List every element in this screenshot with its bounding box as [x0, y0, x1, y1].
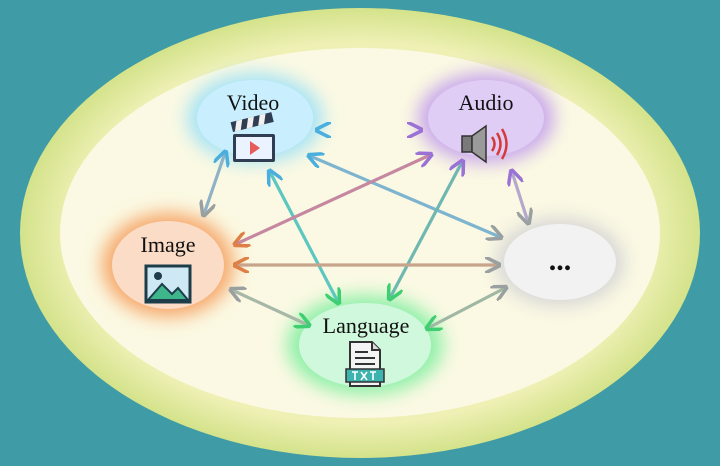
- picture-icon: [144, 264, 192, 304]
- video-label: Video: [227, 90, 279, 115]
- more-label: ...: [549, 244, 572, 277]
- txt-file-icon: [345, 341, 385, 387]
- speaker-icon: [461, 124, 508, 164]
- arrow-audio-language: [390, 162, 462, 298]
- audio-node: [428, 80, 544, 156]
- arrow-video-language: [270, 172, 338, 302]
- arrow-image-language: [232, 290, 308, 325]
- image-label: Image: [141, 232, 196, 257]
- audio-label: Audio: [459, 90, 514, 115]
- arrow-video-image: [204, 153, 225, 214]
- arrow-language-more: [428, 288, 505, 328]
- language-label: Language: [323, 313, 410, 338]
- clapperboard-icon: [230, 112, 275, 162]
- arrow-audio-image: [236, 155, 430, 244]
- arrows: [204, 130, 528, 328]
- more-node: [504, 224, 616, 300]
- arrow-audio-more: [512, 172, 528, 222]
